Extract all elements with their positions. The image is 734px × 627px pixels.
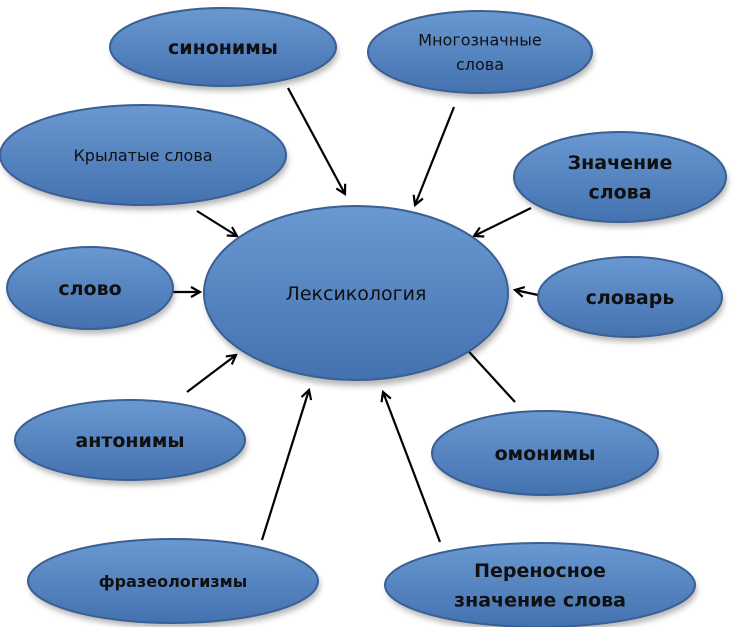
- node-krylatye: Крылатые слова: [0, 104, 288, 210]
- node-omonimy: омонимы: [431, 410, 660, 500]
- arrow-znachenie: [474, 207, 532, 236]
- node-antonimy: антонимы: [14, 399, 247, 485]
- node-frazeologizmy-ellipse: [27, 538, 319, 624]
- node-slovar-ellipse: [537, 256, 723, 338]
- node-perenosnoe: Переносное значение слова: [384, 542, 697, 627]
- node-sinonimy: синонимы: [109, 7, 338, 91]
- node-slovo-label: слово: [58, 278, 121, 300]
- node-perenosnoe-label: Переносное: [474, 560, 606, 582]
- center-node: Лексикология: [203, 205, 510, 386]
- node-perenosnoe-label: значение слова: [454, 590, 626, 612]
- arrow-perenosnoe: [383, 392, 442, 543]
- center-node-ellipse: [203, 205, 509, 381]
- node-znachenie: Значение слова: [513, 131, 728, 227]
- node-antonimy-ellipse: [14, 399, 246, 481]
- node-mnogoznachnye: Многозначные слова: [367, 10, 594, 98]
- arrow-sinonimy: [287, 87, 345, 194]
- node-krylatye-ellipse: [0, 104, 287, 206]
- node-znachenie-label: слова: [588, 182, 651, 204]
- node-slovar: словарь: [537, 256, 724, 342]
- node-antonimy-label: антонимы: [75, 430, 184, 452]
- node-perenosnoe-ellipse: [384, 542, 696, 627]
- node-mnogoznachnye-label: Многозначные: [418, 30, 541, 49]
- arrow-frazeologizmy: [260, 390, 309, 541]
- node-sinonimy-ellipse: [109, 7, 337, 87]
- node-slovar-label: словарь: [586, 287, 675, 309]
- arrow-antonimy: [186, 355, 236, 393]
- node-sinonimy-label: синонимы: [168, 37, 278, 59]
- arrow-krylatye: [196, 210, 237, 236]
- node-znachenie-label: Значение: [568, 152, 673, 174]
- arrows: [173, 87, 539, 543]
- arrow-mnogoznachnye: [415, 106, 456, 205]
- node-mnogoznachnye-ellipse: [367, 10, 593, 94]
- node-mnogoznachnye-label: слова: [456, 55, 504, 74]
- node-frazeologizmy-label: фразеологизмы: [99, 572, 247, 591]
- node-krylatye-label: Крылатые слова: [73, 146, 212, 165]
- node-omonimy-ellipse: [431, 410, 659, 496]
- node-omonimy-label: омонимы: [495, 443, 596, 465]
- center-node-label: Лексикология: [286, 283, 427, 305]
- node-frazeologizmy: фразеологизмы: [27, 538, 320, 627]
- arrow-slovar: [515, 290, 539, 295]
- node-slovo: слово: [6, 246, 175, 334]
- node-slovo-ellipse: [6, 246, 174, 330]
- node-znachenie-ellipse: [513, 131, 727, 223]
